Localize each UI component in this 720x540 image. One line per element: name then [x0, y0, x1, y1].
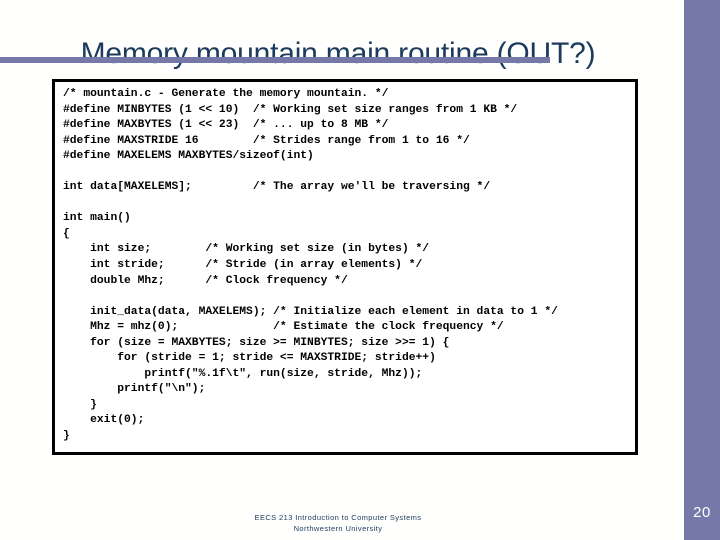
- slide-footer: EECS 213 Introduction to Computer System…: [0, 512, 676, 534]
- code-listing: /* mountain.c - Generate the memory moun…: [63, 88, 558, 443]
- page-title: Memory mountain main routine (OUT?): [80, 37, 596, 71]
- footer-course: EECS 213 Introduction to Computer System…: [254, 513, 422, 522]
- footer-institution: Northwestern University: [293, 524, 383, 533]
- title-underline-rule: [0, 57, 550, 63]
- code-block-container: /* mountain.c - Generate the memory moun…: [52, 79, 638, 455]
- slide-page-number: 20: [693, 504, 711, 521]
- right-accent-band: [684, 0, 720, 540]
